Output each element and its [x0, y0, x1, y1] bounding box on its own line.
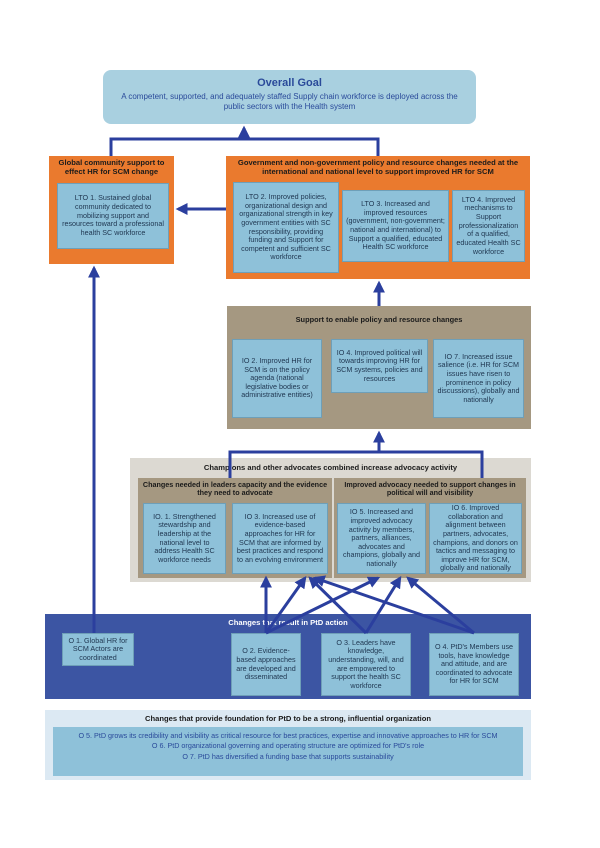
- advocacy-header: Improved advocacy needed to support chan…: [344, 480, 516, 498]
- foundation-header: Changes that provide foundation for PtD …: [144, 714, 432, 723]
- champions-panel: Champions and other advocates combined i…: [130, 458, 531, 582]
- io7-box: IO 7. Increased issue salience (i.e. HR …: [433, 339, 524, 418]
- io2-box: IO 2. Improved HR for SCM is on the poli…: [232, 339, 322, 418]
- global-support-panel: Global community support to effect HR fo…: [49, 156, 174, 264]
- foundation-panel: Changes that provide foundation for PtD …: [45, 710, 531, 780]
- leaders-capacity-panel: Changes needed in leaders capacity and t…: [138, 478, 332, 578]
- global-support-header: Global community support to effect HR fo…: [58, 158, 165, 176]
- overall-goal-box: Overall Goal A competent, supported, and…: [103, 70, 476, 124]
- arrow-o4-to-io3: [312, 575, 475, 635]
- o7-text: O 7. PtD has diversified a funding base …: [182, 751, 394, 761]
- policy-changes-header: Government and non-government policy and…: [237, 158, 519, 176]
- o1-box: O 1. Global HR for SCM Actors are coordi…: [62, 633, 134, 666]
- lto3-box: LTO 3. Increased and improved resources …: [342, 190, 449, 262]
- champions-header: Champions and other advocates combined i…: [203, 463, 458, 472]
- support-enable-header: Support to enable policy and resource ch…: [295, 315, 463, 324]
- arrow-o2-to-io5: [265, 576, 381, 635]
- arrow-champions-connector: [228, 450, 484, 478]
- advocacy-panel: Improved advocacy needed to support chan…: [334, 478, 526, 578]
- lto1-box: LTO 1. Sustained global community dedica…: [57, 183, 169, 249]
- overall-goal-description: A competent, supported, and adequately s…: [121, 92, 458, 111]
- support-enable-panel: Support to enable policy and resource ch…: [227, 306, 531, 429]
- arrow-o3-to-io5: [364, 575, 402, 634]
- leaders-capacity-header: Changes needed in leaders capacity and t…: [142, 480, 328, 498]
- lto4-box: LTO 4. Improved mechanisms to Support pr…: [452, 190, 525, 262]
- o3-box: O 3. Leaders have knowledge, understandi…: [321, 633, 411, 696]
- foundation-outcomes-box: O 5. PtD grows its credibility and visib…: [53, 727, 523, 776]
- lto2-box: LTO 2. Improved policies, organizational…: [233, 182, 339, 273]
- policy-changes-panel: Government and non-government policy and…: [226, 156, 530, 279]
- io4-box: IO 4. Improved political will towards im…: [331, 339, 428, 393]
- ptd-action-panel: Changes that result in PtD action O 1. G…: [45, 614, 531, 699]
- io6-box: IO 6. Improved collaboration and alignme…: [429, 503, 522, 574]
- io1-box: IO. 1. Strengthened stewardship and lead…: [143, 503, 226, 574]
- o5-text: O 5. PtD grows its credibility and visib…: [78, 731, 498, 740]
- arrow-o4-to-io5: [406, 576, 475, 635]
- arrow-o3-to-io3: [308, 576, 368, 635]
- io3-box: IO 3. Increased use of evidence-based ap…: [232, 503, 328, 574]
- o4-box: O 4. PtD's Members use tools, have knowl…: [429, 633, 519, 696]
- arrow-goal-connector: [109, 137, 380, 156]
- o6-text: O 6. PtD organizational governing and op…: [151, 741, 425, 751]
- overall-goal-title: Overall Goal: [257, 77, 322, 89]
- arrow-o2-to-io3: [264, 576, 307, 634]
- o2-box: O 2. Evidence-based approaches are devel…: [231, 633, 301, 696]
- io5-box: IO 5. Increased and improved advocacy ac…: [337, 503, 426, 574]
